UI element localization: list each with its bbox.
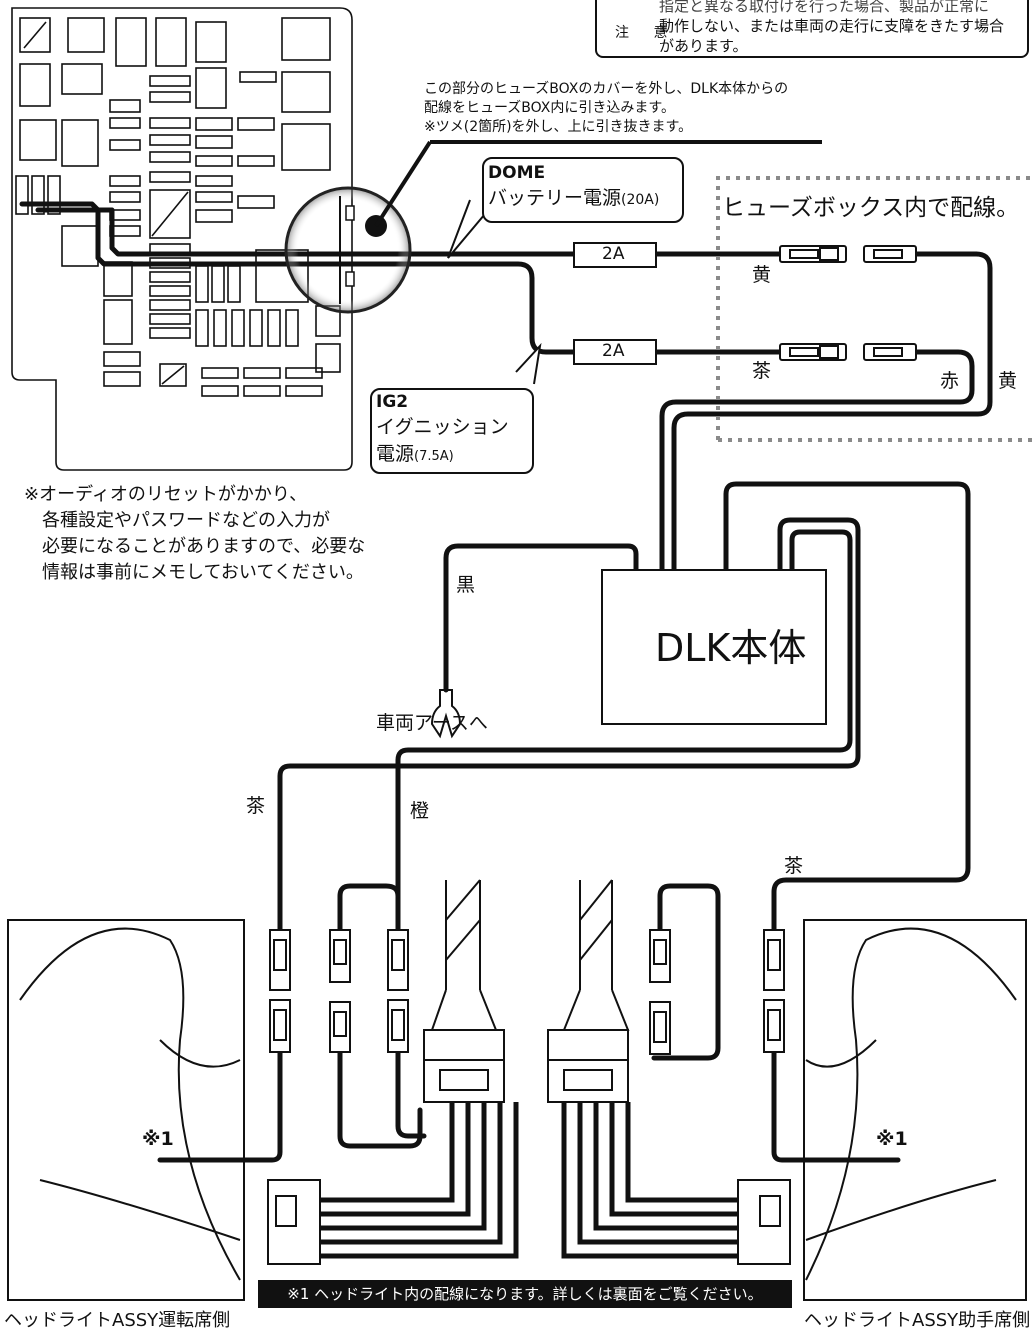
- connector-yellow-top: [779, 245, 917, 263]
- wires: [19, 201, 993, 1163]
- caption-bar: ※1 ヘッドライト内の配線になります。詳しくは裏面をご覧ください。: [258, 1280, 792, 1308]
- ig2-callout: IG2 イグニッション 電源(7.5A): [370, 388, 534, 474]
- callout-pointers: [447, 199, 542, 385]
- wire-label-brown-left: 茶: [246, 795, 266, 817]
- headlight-left-label: ヘッドライトASSY運転席側: [4, 1310, 231, 1331]
- coupler-right: [547, 879, 791, 1265]
- fuse-bottom: [573, 339, 657, 365]
- ig2-desc1: イグニッション: [376, 416, 509, 438]
- wire-label-red: 赤: [940, 370, 960, 392]
- ig2-title: IG2: [376, 392, 409, 412]
- wire-label-yellow-top: 黄: [752, 264, 772, 286]
- dome-desc: バッテリー電源(20A): [488, 187, 660, 209]
- dlk-label: DLK本体: [655, 626, 807, 670]
- fuse-label-top: 2A: [602, 244, 625, 264]
- wire-label-black: 黒: [456, 574, 476, 596]
- wire-label-yellow-right: 黄: [998, 370, 1018, 392]
- fuse-area-label: ヒューズボックス内で配線。: [722, 195, 1020, 221]
- connector-brown-mid: [779, 343, 917, 361]
- headlight-left: [7, 919, 245, 1301]
- dlk-unit: [601, 569, 827, 725]
- warning-label: 注 意: [615, 25, 678, 41]
- harness-left: [318, 1102, 519, 1259]
- instruction-text: この部分のヒューズBOXのカバーを外し、DLK本体からの 配線をヒューズBOX内…: [424, 81, 789, 135]
- fuse-top: [573, 242, 657, 268]
- fuse-box-panel: [11, 7, 353, 471]
- wire-label-brown-mid: 茶: [752, 360, 772, 382]
- audio-note: ※オーディオのリセットがかかり、 各種設定やパスワードなどの入力が 必要になるこ…: [24, 484, 366, 583]
- mark-right: ※1: [876, 1128, 908, 1150]
- headlight-right: [803, 919, 1027, 1301]
- wire-label-orange: 橙: [410, 800, 430, 822]
- headlight-right-label: ヘッドライトASSY助手席側: [804, 1310, 1031, 1331]
- mark-left: ※1: [142, 1128, 174, 1150]
- ground-label: 車両アースへ: [376, 712, 488, 734]
- fuse-area-border: [716, 176, 1034, 442]
- fuse-label-bottom: 2A: [602, 341, 625, 361]
- dome-title: DOME: [488, 163, 546, 183]
- dome-callout: DOME バッテリー電源(20A): [482, 157, 684, 223]
- connectors-left: [269, 929, 409, 1053]
- wire-label-brown-right: 茶: [784, 855, 804, 877]
- magnifier-lens: [284, 140, 822, 314]
- ground-icon: [430, 689, 462, 739]
- warning-note: 注 意 指定と異なる取付けを行った場合、製品が正常に 動作しない、または車両の走…: [595, 0, 1029, 58]
- harness-right: [561, 1102, 740, 1259]
- warning-text: 指定と異なる取付けを行った場合、製品が正常に 動作しない、または車両の走行に支障…: [659, 0, 1005, 55]
- coupler-left: [267, 879, 505, 1265]
- ig2-desc2: 電源(7.5A): [376, 443, 454, 465]
- connectors-right: [649, 929, 785, 1055]
